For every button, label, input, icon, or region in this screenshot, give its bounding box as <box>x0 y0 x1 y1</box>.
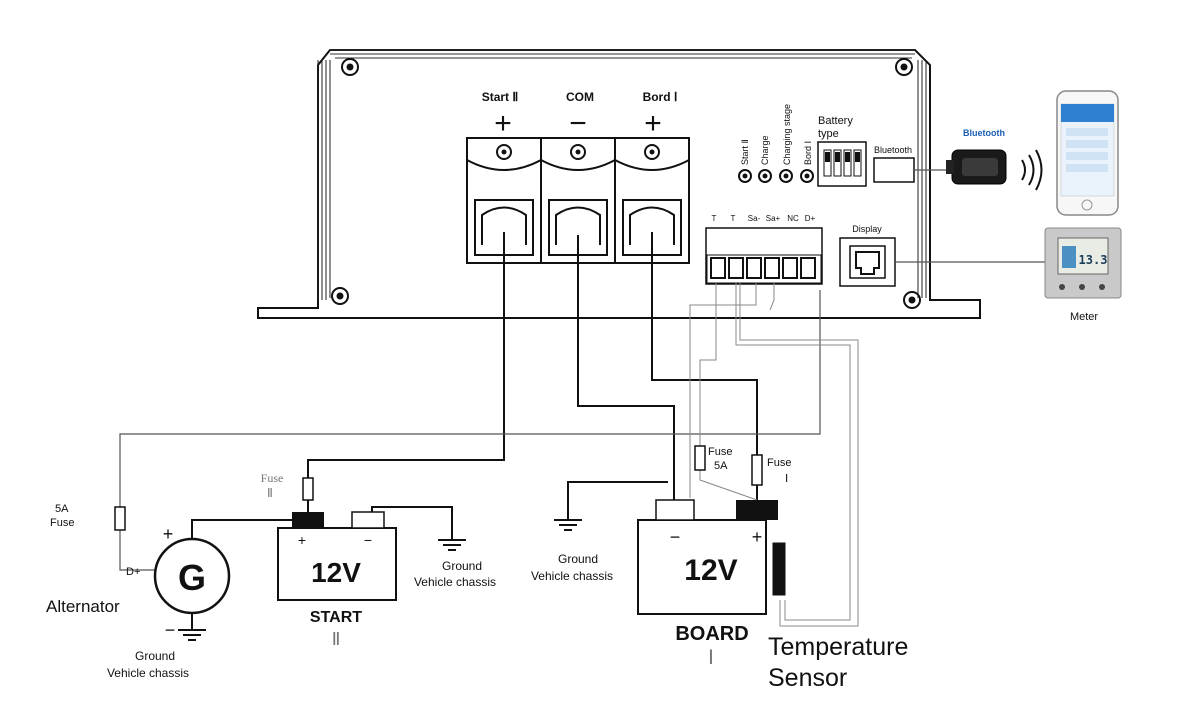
fuse-start-line2: Ⅱ <box>267 486 273 500</box>
alternator: G <box>153 537 231 615</box>
terminal-start-label: Start Ⅱ <box>482 90 519 104</box>
start-battery-minus: − <box>364 532 372 548</box>
start-battery-roman: Ⅱ <box>332 629 341 649</box>
ground-alternator-line2: Vehicle chassis <box>107 666 189 680</box>
dip-switch-icon <box>817 141 867 187</box>
led-icon <box>738 169 752 183</box>
battery-type-label-1: Battery <box>818 115 853 127</box>
start-battery: 12V + − <box>277 511 397 601</box>
signal-terminal-label: Sa+ <box>766 214 781 223</box>
indicator-bord-label: Bord Ⅰ <box>803 141 813 165</box>
fuse-board-line2: Ⅰ <box>785 473 788 485</box>
led-icon <box>800 169 814 183</box>
fuse-icon <box>302 477 314 501</box>
temperature-sensor-line1: Temperature <box>768 633 908 661</box>
battery-type-label-2: type <box>818 128 839 140</box>
meter-screen-value: 13.3 <box>1079 253 1108 267</box>
indicator-start-label: Start Ⅱ <box>740 139 750 165</box>
signal-terminal-label: T <box>731 214 736 223</box>
screw-icon <box>903 291 921 309</box>
temperature-sensor-line2: Sensor <box>768 664 847 692</box>
signal-terminal-label: D+ <box>805 214 816 223</box>
alternator-minus: − <box>165 620 176 640</box>
main-wires <box>119 232 821 630</box>
meter-device: 13.3 <box>1044 227 1122 299</box>
ground-mid-line1: Ground <box>558 552 598 566</box>
board-battery-voltage: 12V <box>684 554 737 587</box>
ground-icon <box>178 629 206 641</box>
signal-terminal-label: T <box>712 214 717 223</box>
display-port-label: Display <box>852 224 882 234</box>
ground-icon <box>554 519 582 531</box>
indicator-charge-label: Charge <box>760 135 770 165</box>
start-battery-plus: + <box>298 532 306 548</box>
terminal-start-plus: + <box>494 107 512 140</box>
meter-label: Meter <box>1070 311 1098 323</box>
wireless-signal-icon <box>1021 149 1043 191</box>
terminal-block-com <box>540 137 616 264</box>
alternator-d-plus: D+ <box>126 566 140 578</box>
display-port-icon <box>839 237 896 287</box>
screw-icon <box>331 287 349 305</box>
alternator-symbol: G <box>178 557 206 598</box>
bluetooth-port <box>873 157 915 183</box>
fuse-5a-right-line2: 5A <box>714 460 728 472</box>
terminal-com-label: COM <box>566 90 594 104</box>
terminal-com-minus: − <box>569 107 587 140</box>
ground-icon <box>438 539 466 551</box>
bluetooth-module: Bluetooth <box>946 128 1007 185</box>
screw-icon <box>341 58 359 76</box>
alternator-label: Alternator <box>46 597 120 616</box>
fuse-5a-left-line2: Fuse <box>50 517 74 529</box>
fuse-5a-left-line1: 5A <box>55 503 69 515</box>
terminal-bord-plus: + <box>644 107 662 140</box>
indicator-charging-stage-label: Charging stage <box>782 104 792 165</box>
board-battery-roman: Ⅰ <box>708 647 714 669</box>
ground-mid-line2: Vehicle chassis <box>531 569 613 583</box>
start-battery-label: START <box>310 609 362 626</box>
ground-alternator-line1: Ground <box>135 649 175 663</box>
fuse-icon <box>751 454 763 486</box>
bluetooth-module-label: Bluetooth <box>963 128 1005 138</box>
fuse-5a-right-line1: Fuse <box>708 446 732 458</box>
board-battery-minus: − <box>670 527 681 547</box>
signal-terminal-label: Sa- <box>748 214 761 223</box>
signal-terminal-label: NC <box>787 214 799 223</box>
fuse-board-line1: Fuse <box>767 457 791 469</box>
temperature-sensor-probe <box>772 542 786 596</box>
terminal-bord-label: Bord Ⅰ <box>643 90 678 104</box>
ground-start-line2: Vehicle chassis <box>414 575 496 589</box>
led-icon <box>758 169 772 183</box>
board-battery: 12V − + <box>637 499 778 615</box>
board-battery-plus: + <box>752 527 763 547</box>
sense-wires <box>689 283 859 627</box>
smartphone-icon <box>1056 90 1119 216</box>
fuse-start-line1: Fuse <box>261 471 284 485</box>
bluetooth-port-label: Bluetooth <box>874 145 912 155</box>
signal-terminal-block: T T Sa- Sa+ NC D+ <box>705 214 823 285</box>
board-battery-label: BOARD <box>675 623 748 645</box>
ground-start-line1: Ground <box>442 559 482 573</box>
fuse-icon <box>114 506 126 531</box>
start-battery-voltage: 12V <box>311 557 361 588</box>
fuse-icon <box>694 445 706 471</box>
screw-icon <box>895 58 913 76</box>
led-icon <box>779 169 793 183</box>
alternator-plus: + <box>163 524 174 544</box>
